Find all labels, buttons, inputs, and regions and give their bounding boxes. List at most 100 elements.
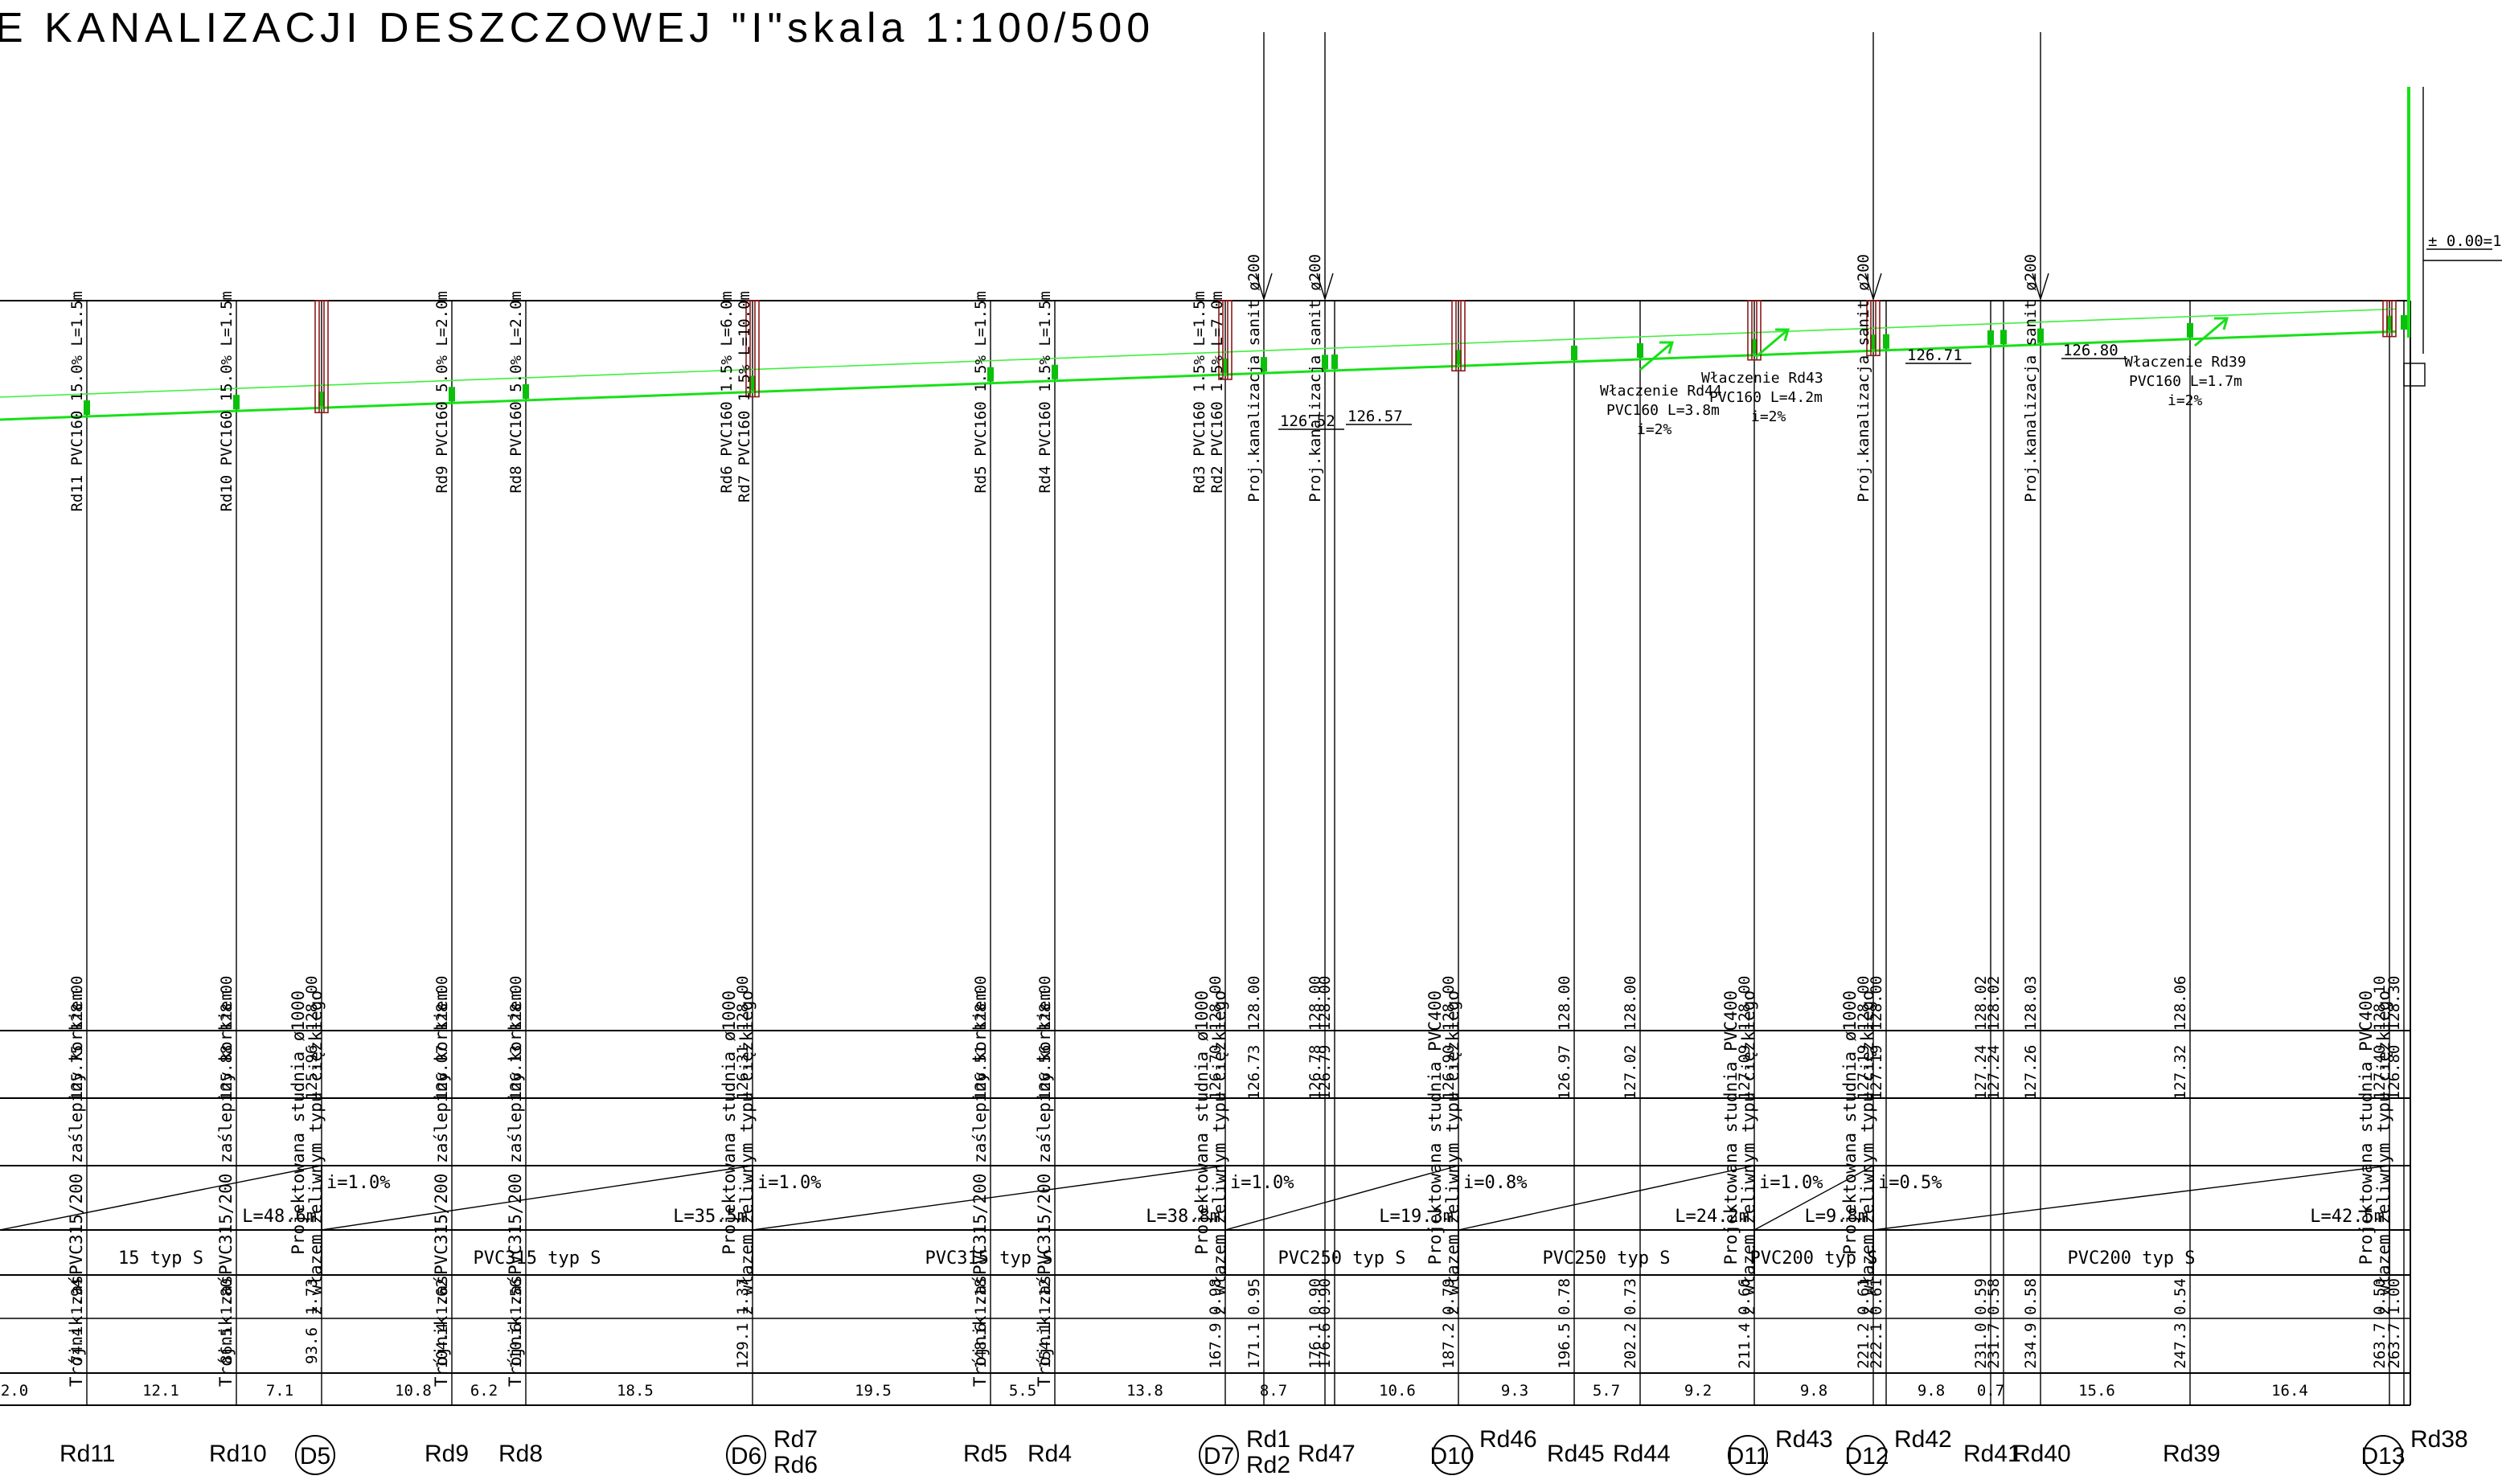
invert-level: 127.19 [1855, 1045, 1872, 1101]
invert-level: 126.79 [1316, 1045, 1334, 1101]
pipe-node [1322, 355, 1328, 370]
spacing-value: 9.8 [1918, 1382, 1945, 1400]
station-description: Projektowana studnia PVC400 [1721, 990, 1741, 1265]
invert-level: 126.90 [1440, 1045, 1458, 1101]
well-tag-circle [1199, 1435, 1239, 1475]
spacing-value: 16.4 [2271, 1382, 2308, 1400]
depth-value: 0.79 [1440, 1278, 1458, 1315]
distance-value: 202.2 [1622, 1322, 1639, 1368]
depth-value: 0.73 [1622, 1278, 1639, 1315]
invert-level: 125.88 [218, 1045, 236, 1101]
distance-value: 211.4 [1736, 1322, 1753, 1368]
pipe-type: PVC200 typ S [2068, 1248, 2196, 1269]
depth-value: 1.12 [1036, 1278, 1054, 1315]
pipe-type: PVC200 typ S [1750, 1248, 1878, 1269]
slope-value: i=1.0% [1759, 1173, 1823, 1193]
terrain-level: 128.00 [1556, 976, 1573, 1031]
distance-value: 86.5 [218, 1327, 236, 1364]
pipe-node [749, 375, 756, 391]
sanitary-arrow [2032, 273, 2049, 301]
station-label: Rd39 [2163, 1441, 2221, 1467]
terrain-level: 128.00 [1440, 976, 1458, 1031]
depth-value: 0.54 [2172, 1278, 2189, 1315]
station-label: Rd7 [773, 1426, 818, 1453]
depth-value: 0.66 [1736, 1278, 1753, 1315]
wells [314, 300, 2397, 414]
station-label: Rd47 [1298, 1441, 1356, 1467]
pipe-node [1455, 350, 1462, 365]
pipe-node [1870, 334, 1876, 350]
spacing-value: 7.1 [266, 1382, 293, 1400]
distance-value: 154.1 [1036, 1322, 1054, 1368]
terrain-level: 128.00 [1245, 976, 1263, 1031]
terrain-level: 128.03 [2022, 976, 2040, 1031]
station-top-label: Rd8 PVC160 5.0% L=2.0m [507, 291, 525, 494]
pipe-node [1571, 345, 1577, 360]
station-label: Rd5 [963, 1441, 1007, 1467]
well-tag-label: D5 [300, 1443, 330, 1470]
connection-note: PVC160 L=1.7m [2129, 373, 2242, 390]
station-description: Trójnik zaśPVC315/200 zaślepiny korkiem [970, 990, 990, 1387]
well-tag-label: D6 [731, 1443, 761, 1470]
slope-diagonal [1458, 1165, 1755, 1231]
terrain-level: 128.02 [1985, 976, 2003, 1031]
length-value: L=35.5m [673, 1207, 748, 1227]
pipe-node [523, 383, 529, 399]
spacing-value: 18.5 [617, 1382, 654, 1400]
station-top-label: Rd10 PVC160 15.0% L=1.5m [218, 291, 236, 512]
station-label: Rd41 [1963, 1441, 2021, 1467]
slope-value: i=1.0% [757, 1173, 821, 1193]
distance-value: 247.3 [2172, 1322, 2189, 1368]
station-label: Rd44 [1613, 1441, 1671, 1467]
depth-value: 0.58 [2022, 1278, 2040, 1315]
slope-diagonal [321, 1165, 753, 1231]
well-tag-circle [1728, 1435, 1768, 1475]
invert-level: 126.13 [507, 1045, 525, 1101]
terrain-level: 128.06 [2172, 976, 2189, 1031]
invert-level: 127.02 [1622, 1045, 1639, 1101]
station-top-label: Rd2 PVC160 1.5% L=7.0m [1208, 291, 1226, 494]
spacing-value: 9.8 [1800, 1382, 1827, 1400]
station-description: z włazem żeliwnym typu ciężkiego [737, 990, 757, 1316]
station-label: Rd10 [209, 1441, 267, 1467]
spacing-value: 15.6 [2078, 1382, 2115, 1400]
invert-level: 126.80 [2385, 1045, 2403, 1101]
well-tag-circle [1847, 1435, 1887, 1475]
well-shaft [2382, 300, 2397, 338]
distance-value: 221.2 [1855, 1322, 1872, 1368]
pipe-type: PVC250 typ S [1543, 1248, 1671, 1269]
slope-diagonal [752, 1165, 1226, 1231]
connection-note: Właczenie Rd44 [1600, 383, 1722, 400]
distance-value: 104.4 [433, 1322, 451, 1368]
well-shaft [314, 300, 329, 414]
distance-value: 167.9 [1207, 1322, 1224, 1368]
depth-value: 0.58 [1985, 1278, 2003, 1315]
invert-level: 127.26 [2022, 1045, 2040, 1101]
depth-value: 0.95 [1245, 1278, 1263, 1315]
pipe-node [318, 391, 325, 407]
terrain-level: 128.00 [734, 976, 752, 1031]
station-description: Projektowana studnia ø1000 [289, 990, 308, 1255]
length-value: L=19.3m [1379, 1207, 1454, 1227]
slope-diagonal [0, 1165, 322, 1231]
pipe-profile [0, 308, 2407, 421]
distance-value: 222.1 [1868, 1322, 1885, 1368]
distance-value: 148.6 [972, 1322, 990, 1368]
well-shaft [745, 300, 760, 398]
station-top-label: Rd9 PVC160 5.0% L=2.0m [433, 291, 451, 494]
well-tag-label: D10 [1429, 1443, 1474, 1470]
station-label: Rd8 [498, 1441, 543, 1467]
invert-level: 127.24 [1985, 1045, 2003, 1101]
connection-note: i=2% [2168, 392, 2203, 409]
pipe-node [2401, 315, 2407, 330]
depth-value: 0.61 [1868, 1278, 1885, 1315]
depth-value: 1.56 [507, 1278, 525, 1315]
slope-value: i=1.0% [1230, 1173, 1294, 1193]
spacing-value: 12.1 [142, 1382, 179, 1400]
pipe-node [2386, 315, 2393, 330]
terrain-level: 128.00 [218, 976, 236, 1031]
length-value: L=24.2m [1675, 1207, 1749, 1227]
